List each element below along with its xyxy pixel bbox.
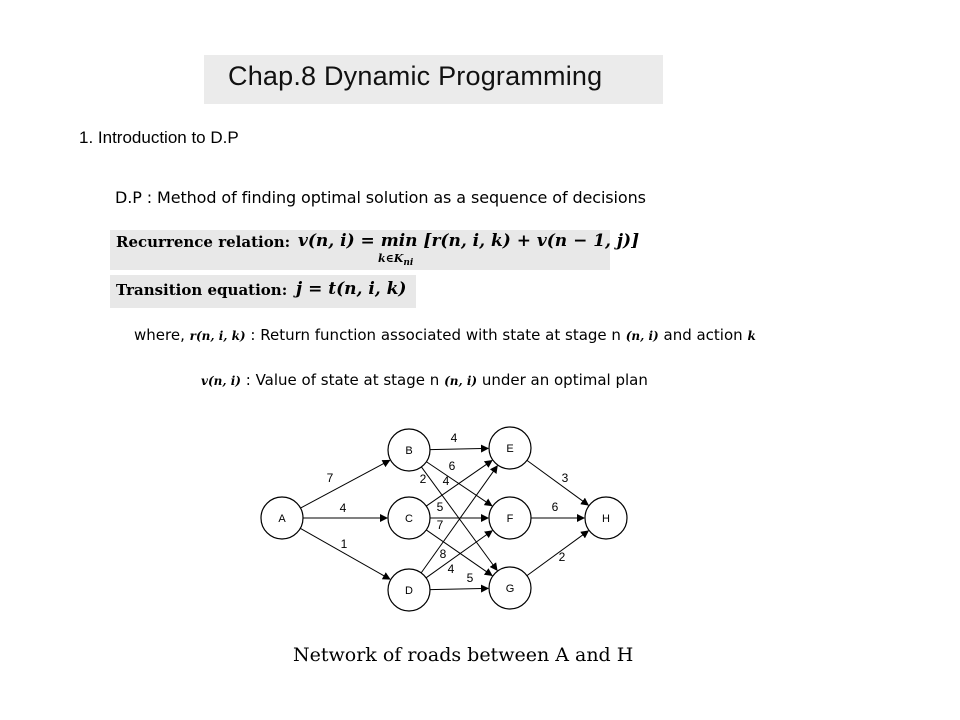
node-b: B (387, 428, 431, 472)
edge-e-h (526, 459, 590, 506)
value-text: : Value of state at stage n (245, 371, 440, 389)
edge-g-h (526, 530, 590, 577)
node-a: A (260, 496, 304, 540)
section-heading: 1. Introduction to D.P (79, 128, 239, 147)
node-label-h: H (602, 513, 610, 525)
edge-weight-d-f: 4 (448, 562, 455, 576)
value-state-symbol: (n, i) (444, 374, 478, 388)
value-plan-text: under an optimal plan (481, 371, 648, 389)
edge-b-e (429, 444, 490, 453)
node-label-e: E (506, 443, 513, 455)
value-line: v(n, i) : Value of state at stage n (n, … (201, 371, 648, 389)
edge-weight-g-h: 2 (559, 550, 566, 564)
node-label-b: B (405, 445, 412, 457)
node-h: H (584, 496, 628, 540)
where-prefix: where, (134, 326, 185, 344)
node-f: F (488, 496, 532, 540)
edge-weight-b-g: 4 (443, 474, 450, 488)
edge-weight-d-e: 8 (440, 547, 447, 561)
dp-definition: D.P : Method of finding optimal solution… (115, 188, 646, 207)
edge-d-e (420, 465, 498, 574)
node-label-d: D (405, 585, 413, 597)
edge-weight-b-e: 4 (451, 431, 458, 445)
diagram-caption: Network of roads between A and H (293, 644, 634, 666)
title-banner: Chap.8 Dynamic Programming (204, 55, 663, 104)
edge-weight-b-f: 6 (449, 459, 456, 473)
edge-weight-c-g: 7 (437, 518, 444, 532)
recurrence-label: Recurrence relation: (116, 233, 291, 251)
transition-equation-box: Transition equation: j = t(n, i, k) (110, 275, 416, 308)
edge-weight-a-b: 7 (327, 471, 334, 485)
recurrence-equation: v(n, i) = min [r(n, i, k) + v(n − 1, j)] (298, 231, 640, 251)
edge-d-g (429, 584, 490, 593)
page-title: Chap.8 Dynamic Programming (228, 61, 603, 91)
edge-weight-a-d: 1 (341, 537, 348, 551)
state-symbol: (n, i) (625, 329, 659, 343)
node-c: C (387, 496, 431, 540)
transition-equation: j = t(n, i, k) (296, 279, 407, 299)
transition-label: Transition equation: (116, 281, 288, 299)
node-e: E (488, 426, 532, 470)
edge-weight-d-g: 5 (467, 571, 474, 585)
return-function-symbol: r(n, i, k) (189, 329, 246, 343)
node-label-f: F (507, 513, 514, 525)
value-symbol: v(n, i) (201, 374, 241, 388)
recurrence-relation-box: Recurrence relation: v(n, i) = min [r(n,… (110, 230, 639, 270)
edge-weight-c-e: 2 (420, 472, 427, 486)
recurrence-subscript: k∈Kni (378, 252, 414, 269)
node-d: D (387, 568, 431, 612)
return-function-text: : Return function associated with state … (250, 326, 621, 344)
action-symbol: k (747, 329, 756, 343)
edge-a-b (300, 459, 391, 509)
edge-d-f (425, 530, 493, 579)
edge-weight-f-h: 6 (552, 500, 559, 514)
node-label-a: A (278, 513, 286, 525)
node-label-g: G (506, 583, 515, 595)
action-text: and action (663, 326, 743, 344)
edge-weight-e-h: 3 (562, 471, 569, 485)
edge-weight-c-f: 5 (437, 500, 444, 514)
node-label-c: C (405, 513, 413, 525)
edge-weight-a-c: 4 (340, 501, 347, 515)
edge-a-d (300, 527, 391, 580)
edge-c-e (425, 459, 493, 507)
edge-c-g (425, 529, 493, 577)
where-line: where, r(n, i, k) : Return function asso… (134, 326, 756, 344)
node-g: G (488, 566, 532, 610)
